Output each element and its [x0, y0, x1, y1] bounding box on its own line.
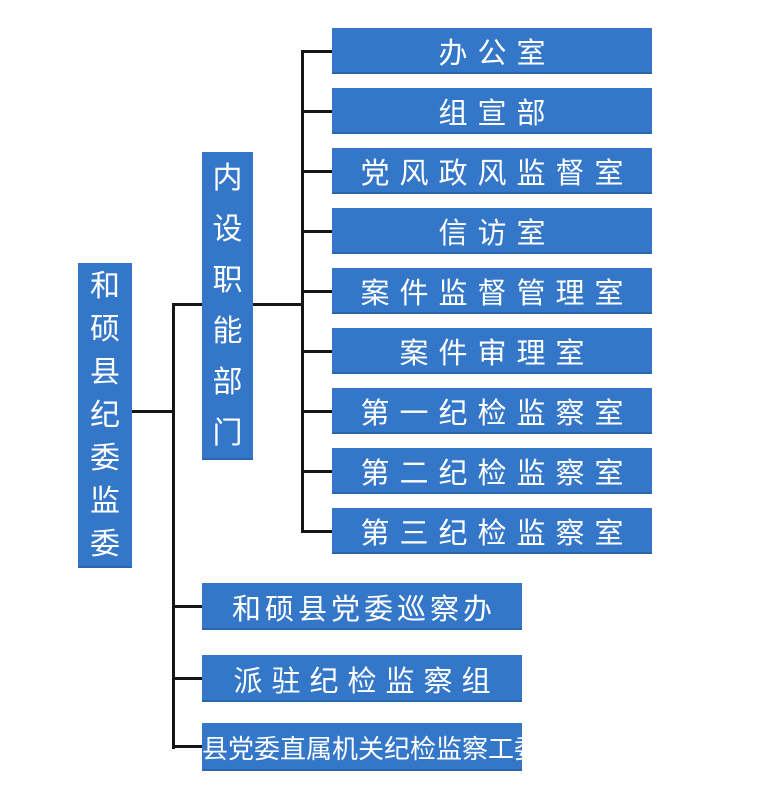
org-node-department: 第三纪检监察室: [332, 508, 652, 554]
org-node-label: 案件监督管理室: [360, 278, 634, 310]
connector-line: [172, 745, 203, 748]
connector-line: [301, 230, 333, 233]
org-node-label: 组宣部: [438, 98, 556, 130]
org-node-department: 党风政风监督室: [332, 148, 652, 194]
org-node-label: 县党委直属机关纪检监察工委: [202, 733, 541, 764]
org-node-label: 第三纪检监察室: [360, 518, 634, 550]
org-node-direct-office: 和硕县党委巡察办: [202, 583, 522, 630]
org-node-internal-group: 内设职能部门: [202, 152, 253, 460]
org-node-department: 案件监督管理室: [332, 268, 652, 314]
connector-line: [130, 410, 174, 413]
org-node-label: 和硕县纪委监委: [90, 270, 120, 561]
org-node-label: 信访室: [438, 218, 556, 250]
org-node-direct-office: 派驻纪检监察组: [202, 655, 522, 702]
org-node-direct-office: 县党委直属机关纪检监察工委: [202, 723, 541, 771]
connector-line: [301, 110, 333, 113]
org-node-department: 第二纪检监察室: [332, 448, 652, 494]
connector-line: [301, 410, 333, 413]
org-node-label: 和硕县党委巡察办: [231, 593, 496, 626]
org-node-department: 组宣部: [332, 88, 652, 134]
org-node-department: 第一纪检监察室: [332, 388, 652, 434]
org-node-label: 第二纪检监察室: [360, 458, 634, 490]
connector-line: [172, 303, 203, 306]
org-node-label: 内设职能部门: [212, 162, 243, 450]
org-node-department: 办公室: [332, 28, 652, 74]
org-node-department: 案件审理室: [332, 328, 652, 374]
connector-line: [172, 303, 175, 749]
connector-line: [252, 303, 304, 306]
org-node-label: 办公室: [438, 38, 556, 70]
org-node-department: 信访室: [332, 208, 652, 254]
org-node-label: 第一纪检监察室: [360, 398, 634, 430]
org-node-label: 案件审理室: [399, 338, 595, 370]
connector-line: [301, 350, 333, 353]
connector-line: [301, 470, 333, 473]
connector-line: [172, 677, 203, 680]
org-node-label: 派驻纪检监察组: [233, 665, 500, 698]
connector-line: [172, 605, 203, 608]
connector-line: [301, 290, 333, 293]
org-node-root: 和硕县纪委监委: [78, 263, 132, 568]
connector-line: [301, 50, 333, 53]
connector-line: [301, 170, 333, 173]
org-node-label: 党风政风监督室: [360, 158, 634, 190]
connector-line: [301, 530, 333, 533]
